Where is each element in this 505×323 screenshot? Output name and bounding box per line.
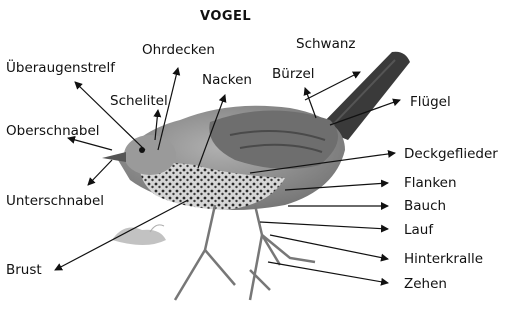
head-shape (124, 135, 176, 175)
label-nacken: Nacken (202, 74, 252, 88)
label-schwanz: Schwanz (296, 38, 356, 52)
ground-plant (112, 225, 166, 245)
label-ohrdecken: Ohrdecken (142, 44, 215, 58)
beak-shape (102, 152, 126, 162)
label-zehen: Zehen (404, 278, 447, 292)
legs (175, 205, 315, 300)
diagram-title: VOGEL (200, 9, 251, 24)
label-hinterkralle: Hinterkralle (404, 253, 483, 267)
label-buerzel: Bürzel (272, 68, 315, 82)
label-schelitel: Schelitel (110, 95, 168, 109)
label-bauch: Bauch (404, 200, 446, 214)
label-deckgeflieder: Deckgeflieder (404, 148, 498, 162)
label-lauf: Lauf (404, 224, 433, 238)
label-flanken: Flanken (404, 177, 457, 191)
label-unterschnabel: Unterschnabel (6, 195, 104, 209)
label-ueberaugenstreif: Überaugenstrelf (6, 62, 115, 76)
label-oberschnabel: Oberschnabel (6, 125, 100, 139)
label-brust: Brust (6, 264, 42, 278)
label-fluegel: Flügel (410, 96, 451, 110)
